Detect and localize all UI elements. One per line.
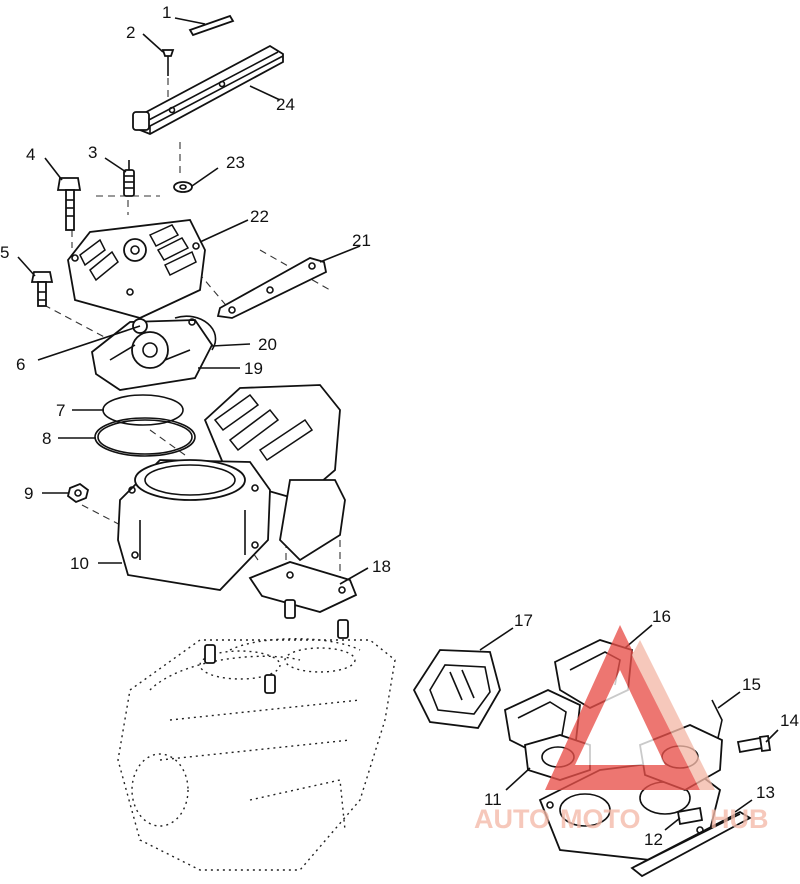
part-8-gasket-ring bbox=[94, 417, 196, 457]
part-23-washer bbox=[173, 181, 193, 193]
callout-20: 20 bbox=[258, 335, 277, 354]
callout-17: 17 bbox=[514, 611, 533, 630]
part-22-head-cover bbox=[67, 219, 206, 319]
callout-11: 11 bbox=[484, 790, 502, 809]
triangle-logo-icon bbox=[545, 625, 715, 790]
crankcase bbox=[117, 599, 396, 871]
callout-19: 19 bbox=[244, 359, 263, 378]
part-9-nut bbox=[66, 482, 90, 504]
part-12-bolt bbox=[676, 806, 704, 826]
leader-lines bbox=[17, 17, 779, 831]
callout-3: 3 bbox=[88, 143, 97, 162]
callout-16: 16 bbox=[652, 607, 671, 626]
callout-1: 1 bbox=[162, 3, 171, 22]
callout-2: 2 bbox=[126, 23, 135, 42]
callout-5: 5 bbox=[0, 243, 9, 262]
watermark-text-auto: AUTO bbox=[474, 804, 550, 834]
part-10-cylinder-block bbox=[117, 384, 346, 591]
callout-18: 18 bbox=[372, 557, 391, 576]
callout-13: 13 bbox=[756, 783, 775, 802]
callout-8: 8 bbox=[42, 429, 51, 448]
callout-15: 15 bbox=[742, 675, 761, 694]
callout-4: 4 bbox=[26, 145, 35, 164]
part-14-screw bbox=[736, 734, 772, 754]
part-3-spark-plug bbox=[123, 160, 135, 197]
callout-21: 21 bbox=[352, 231, 371, 250]
part-5-bolt bbox=[30, 271, 54, 307]
part-4-bolt bbox=[56, 177, 82, 231]
part-24-rail bbox=[132, 44, 284, 135]
watermark-text-moto: MOTO bbox=[560, 804, 641, 834]
part-17-reed-valve bbox=[412, 649, 501, 729]
callout-24: 24 bbox=[276, 95, 295, 114]
callout-10: 10 bbox=[70, 554, 89, 573]
part-13-bar bbox=[630, 810, 752, 878]
part-18-base-gasket bbox=[248, 561, 358, 613]
watermark-text-hub: HUB bbox=[710, 804, 769, 834]
part-20-o-ring bbox=[174, 315, 217, 351]
callout-9: 9 bbox=[24, 484, 33, 503]
callout-6: 6 bbox=[16, 355, 25, 374]
part-21-gasket bbox=[216, 257, 328, 319]
part-2-screw bbox=[161, 49, 175, 76]
part-1-plate bbox=[188, 14, 235, 37]
part-19-dome bbox=[91, 318, 214, 391]
callout-14: 14 bbox=[780, 711, 799, 730]
callout-labels: 1 2 3 4 5 6 7 8 9 10 11 12 13 14 15 16 1… bbox=[0, 3, 799, 849]
watermark-logo: AUTO MOTO HUB bbox=[474, 625, 769, 834]
callout-7: 7 bbox=[56, 401, 65, 420]
callout-12: 12 bbox=[644, 830, 663, 849]
callout-23: 23 bbox=[226, 153, 245, 172]
callout-22: 22 bbox=[250, 207, 269, 226]
